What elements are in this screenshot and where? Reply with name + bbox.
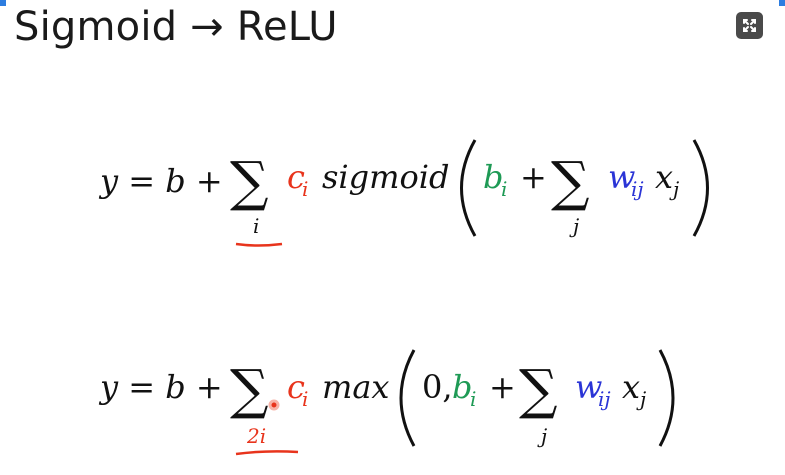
corner-accent-right — [779, 0, 785, 6]
eq1-c: c — [287, 158, 305, 196]
expand-icon — [743, 19, 756, 32]
eq2-x-sub: j — [636, 387, 646, 411]
eq1-w: w — [608, 158, 635, 196]
eq1-right-paren — [692, 139, 709, 237]
eq2-w: w — [575, 368, 602, 406]
eq2-inner-sum-index: j — [537, 424, 547, 448]
eq2-red-underline — [235, 450, 299, 456]
eq1-red-underline — [235, 242, 283, 247]
eq2-sum-index: 2i — [246, 424, 266, 448]
eq2-right-paren — [658, 349, 675, 447]
eq2-w-sub: ij — [598, 387, 611, 411]
eq2-b-sub: i — [470, 387, 476, 411]
eq1-inner-sum-index: j — [569, 214, 579, 238]
eq1-x-sub: j — [669, 177, 679, 201]
slide-title: Sigmoid → ReLU — [14, 4, 338, 50]
eq1-b: b — [483, 158, 503, 196]
eq2-c: c — [287, 368, 305, 406]
eq2-plus: + — [489, 368, 516, 406]
eq2-c-sub: i — [302, 387, 308, 411]
eq2-left-paren — [399, 349, 416, 447]
eq1-left-paren — [460, 139, 477, 237]
corner-accent-left — [0, 0, 6, 6]
eq1-func: sigmoid — [322, 158, 449, 196]
eq2-zero: 0, — [422, 368, 453, 406]
pointer-dot — [268, 399, 280, 411]
eq2-sum-symbol: ∑ — [230, 358, 269, 421]
eq1-plus: + — [520, 158, 547, 196]
eq2-inner-sum-symbol: ∑ — [519, 358, 558, 421]
eq1-sum-index: i — [253, 214, 259, 238]
eq2-func: max — [322, 368, 389, 406]
expand-button[interactable] — [736, 12, 763, 39]
eq1-c-sub: i — [302, 177, 308, 201]
eq2-lhs: y = b + — [98, 368, 223, 406]
eq1-lhs: y = b + — [98, 162, 223, 200]
eq2-b: b — [452, 368, 472, 406]
eq1-x: x — [655, 158, 673, 196]
eq1-w-sub: ij — [631, 177, 644, 201]
eq1-b-sub: i — [501, 177, 507, 201]
equation-relu: y = b + ∑ 2i c i max 0, b i + ∑ j w ij x… — [98, 349, 675, 456]
eq1-sum-symbol: ∑ — [230, 150, 269, 213]
eq2-x: x — [622, 368, 640, 406]
eq1-inner-sum-symbol: ∑ — [551, 150, 590, 213]
equation-sigmoid: y = b + ∑ i c i sigmoid b i + ∑ j w ij x… — [98, 139, 709, 247]
